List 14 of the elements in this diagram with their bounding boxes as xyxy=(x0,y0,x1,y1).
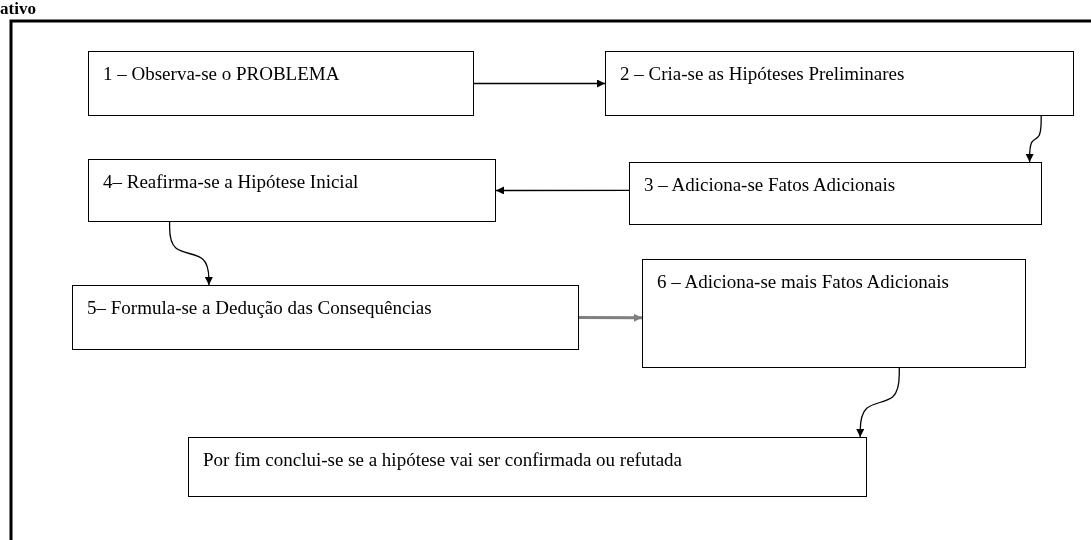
process-box: Por fim conclui-se se a hipótese vai ser confirmada ou refutada xyxy=(188,437,867,497)
arrow xyxy=(856,367,900,438)
arrow xyxy=(168,221,213,286)
arrow xyxy=(495,186,630,195)
process-box: 6 – Adiciona-se mais Fatos Adicionais xyxy=(642,259,1026,368)
arrow xyxy=(579,313,642,322)
arrow xyxy=(1025,115,1042,163)
process-box: 3 – Adiciona-se Fatos Adicionais xyxy=(629,162,1042,225)
process-box: 4– Reafirma-se a Hipótese Inicial xyxy=(88,159,496,222)
process-box: 5– Formula-se a Dedução das Consequências xyxy=(72,285,579,350)
arrow xyxy=(473,79,606,88)
process-box: 1 – Observa-se o PROBLEMA xyxy=(88,51,474,116)
heading-fragment: ativo xyxy=(0,0,36,17)
process-box: 2 – Cria-se as Hipóteses Preliminares xyxy=(605,51,1074,116)
